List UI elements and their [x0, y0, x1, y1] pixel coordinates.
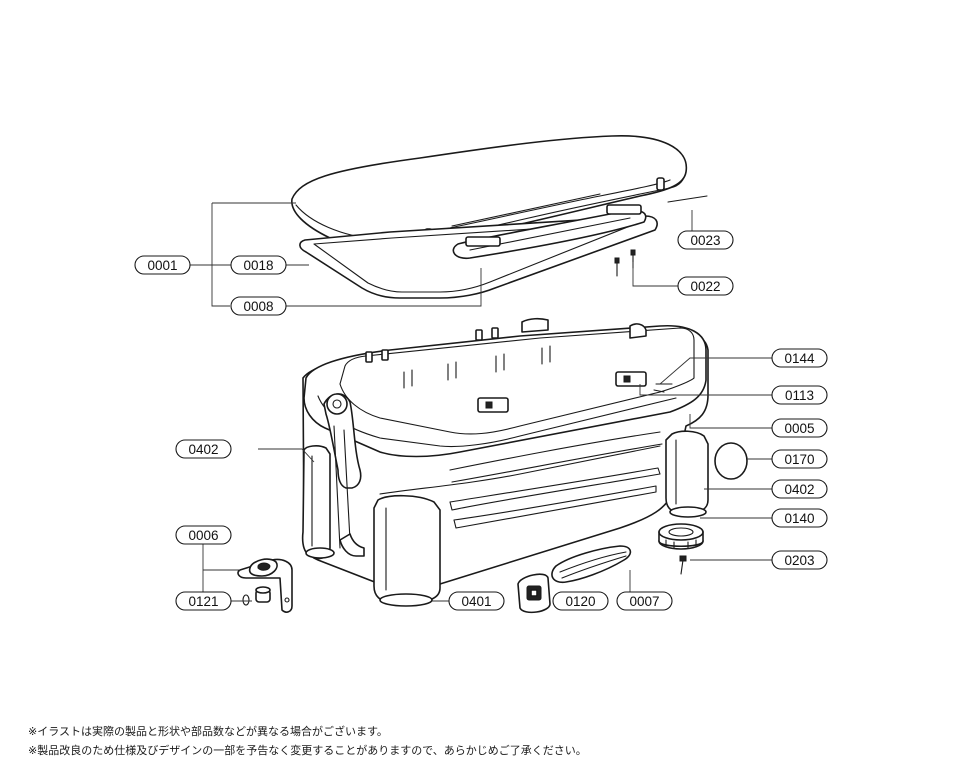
- cap-0170-part: [714, 442, 748, 480]
- label-0006: 0006: [175, 525, 232, 545]
- label-0170: 0170: [771, 449, 828, 469]
- svg-text:0402: 0402: [784, 482, 814, 497]
- svg-text:0203: 0203: [784, 553, 814, 568]
- label-0402-left: 0402: [175, 439, 232, 459]
- latch-0006-part: [237, 558, 293, 613]
- footnotes: ※イラストは実際の製品と形状や部品数などが異なる場合がございます。 ※製品改良の…: [28, 722, 587, 760]
- label-0144: 0144: [771, 348, 828, 368]
- label-0113: 0113: [771, 385, 828, 405]
- buckle-0120-part: [517, 573, 551, 614]
- label-0023: 0023: [677, 230, 734, 250]
- label-0401: 0401: [448, 591, 505, 611]
- screw-0203-part: [679, 555, 687, 575]
- label-0140: 0140: [771, 508, 828, 528]
- svg-text:0140: 0140: [784, 511, 814, 526]
- label-0008: 0008: [230, 296, 287, 316]
- screws-0022-part: [614, 249, 636, 277]
- svg-text:0022: 0022: [690, 279, 720, 294]
- svg-text:0023: 0023: [690, 233, 720, 248]
- svg-text:0005: 0005: [784, 421, 814, 436]
- svg-text:0007: 0007: [629, 594, 659, 609]
- svg-text:0006: 0006: [188, 528, 218, 543]
- label-0203: 0203: [771, 550, 828, 570]
- belt-0007-part: [551, 545, 632, 584]
- svg-text:0121: 0121: [188, 594, 218, 609]
- knob-0121-part: [242, 586, 271, 606]
- label-0005: 0005: [771, 418, 828, 438]
- pin-0023-part: [667, 195, 708, 203]
- footnote-specification: ※製品改良のため仕様及びデザインの一部を予告なく変更することがありますので、あら…: [28, 744, 587, 757]
- svg-text:0144: 0144: [784, 351, 815, 366]
- svg-text:0113: 0113: [785, 388, 814, 403]
- label-0402-right: 0402: [771, 479, 828, 499]
- svg-text:0120: 0120: [565, 594, 595, 609]
- label-0007: 0007: [616, 591, 673, 611]
- label-0022: 0022: [677, 276, 734, 296]
- foot-cap-0140-part: [658, 523, 704, 550]
- svg-text:0008: 0008: [243, 299, 273, 314]
- footnote-illustration: ※イラストは実際の製品と形状や部品数などが異なる場合がございます。: [28, 725, 388, 738]
- body-part: [301, 317, 709, 607]
- svg-text:0401: 0401: [461, 594, 491, 609]
- svg-text:0001: 0001: [147, 258, 177, 273]
- svg-text:0170: 0170: [784, 452, 814, 467]
- label-0001: 0001: [134, 255, 191, 275]
- inner-lid-panel-part: [452, 204, 647, 260]
- label-0018: 0018: [230, 255, 287, 275]
- svg-text:0402: 0402: [188, 442, 218, 457]
- label-0121: 0121: [175, 591, 232, 611]
- label-0120: 0120: [552, 591, 609, 611]
- svg-text:0018: 0018: [243, 258, 273, 273]
